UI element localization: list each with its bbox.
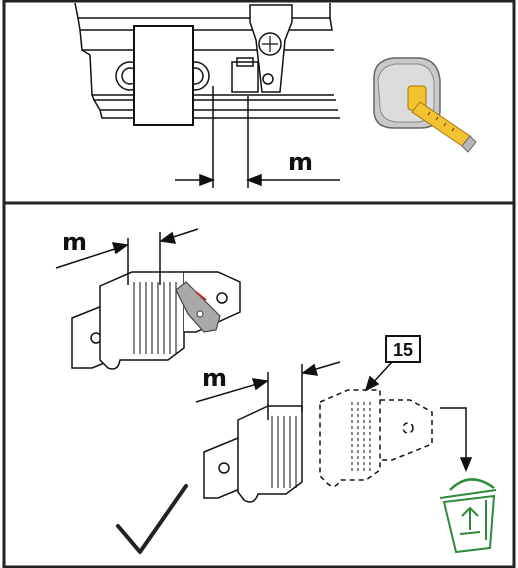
rail-dimension	[175, 86, 340, 188]
upper-dimension	[55, 228, 199, 285]
upper-dimension-label: m	[62, 228, 87, 256]
cut-off-part	[319, 389, 433, 487]
checkmark-icon	[116, 484, 188, 554]
rail-panel: m	[74, 2, 477, 188]
discard-arrow	[440, 407, 473, 472]
tape-measure-icon	[373, 57, 477, 153]
cut-panel: m	[55, 228, 497, 554]
callout-number: 15	[393, 340, 413, 360]
callout-box	[385, 335, 421, 363]
rail-dimension-label: m	[288, 148, 313, 176]
callout-pointer	[364, 361, 393, 392]
rail-block	[133, 25, 194, 126]
rail-clip	[249, 4, 293, 93]
cutter-knife-icon	[175, 281, 221, 333]
lower-dimension	[195, 361, 341, 420]
recycle-bin-icon	[439, 478, 497, 554]
contact-block-lower	[203, 405, 303, 503]
lower-dimension-label: m	[202, 364, 227, 392]
rail-profile	[74, 2, 340, 119]
